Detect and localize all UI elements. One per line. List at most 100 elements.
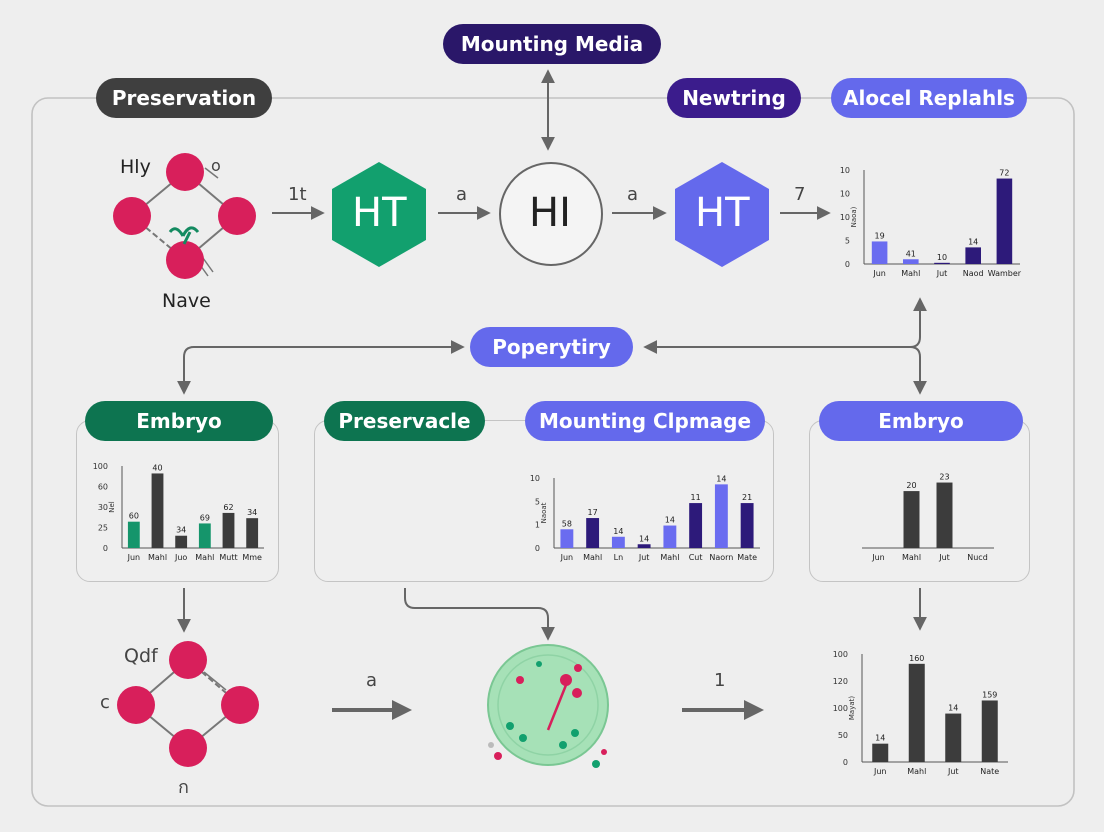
chart-y-tick: 30 bbox=[98, 503, 108, 512]
chart-bottom-right: 050100120100Mayat)14Jun160Mahl14Jut159Na… bbox=[833, 650, 1008, 776]
chart-data-label: 14 bbox=[875, 734, 885, 743]
chart-x-tick: Mahl bbox=[902, 553, 921, 562]
chart-x-tick: Jut bbox=[938, 553, 950, 562]
pill-newtring[interactable]: Newtring bbox=[667, 78, 801, 118]
molecule-bottom bbox=[117, 641, 259, 767]
chart-y-tick: 0 bbox=[103, 544, 108, 553]
molecule-bottom-mark-left: c bbox=[100, 692, 110, 713]
chart-y-tick: 120 bbox=[833, 677, 848, 686]
chart-bar bbox=[871, 241, 888, 264]
chart-y-tick: 5 bbox=[535, 497, 540, 506]
chart-y-tick: 50 bbox=[838, 731, 848, 740]
chart-x-tick: Jut bbox=[638, 553, 650, 562]
cell-sphere bbox=[487, 644, 609, 768]
molecule-top-mark: o bbox=[211, 156, 221, 175]
chart-bar bbox=[151, 473, 164, 548]
pill-embryo-left[interactable]: Embryo bbox=[85, 401, 273, 441]
molecule-bottom-label: Qdf bbox=[124, 645, 158, 667]
connector-poperytiry-right bbox=[643, 297, 927, 354]
chart-x-tick: Mme bbox=[242, 553, 262, 562]
chart-bar bbox=[611, 536, 625, 548]
circle-node-label: HI bbox=[529, 190, 571, 236]
chart-bar bbox=[560, 529, 574, 548]
hex-node-1 bbox=[332, 162, 426, 267]
edge-label-1: 1t bbox=[288, 184, 307, 205]
atom bbox=[166, 153, 204, 191]
chart-y-tick: 10 bbox=[840, 166, 850, 175]
chart-data-label: 17 bbox=[588, 508, 598, 517]
molecule-bottom-mark-bottom: ก bbox=[178, 777, 189, 798]
atom bbox=[221, 686, 259, 724]
sprout-icon bbox=[168, 226, 200, 245]
chart-data-label: 34 bbox=[247, 508, 257, 517]
molecule-top-caption: Nave bbox=[162, 290, 211, 312]
chart-data-label: 14 bbox=[665, 516, 675, 525]
chart-x-tick: Jun bbox=[127, 553, 141, 562]
pill-alocel-replahls[interactable]: Alocel Replahls bbox=[831, 78, 1027, 118]
pill-poperytiry[interactable]: Poperytiry bbox=[470, 327, 633, 367]
chart-x-tick: Mate bbox=[737, 553, 757, 562]
chart-x-tick: Naod bbox=[963, 269, 984, 278]
chart-bar bbox=[175, 535, 188, 548]
hex-node-2-label: HT bbox=[695, 190, 750, 236]
chart-y-tick: 5 bbox=[845, 237, 850, 246]
chart-data-label: 10 bbox=[937, 253, 947, 262]
chart-bar bbox=[586, 518, 600, 548]
pill-preservation[interactable]: Preservation bbox=[96, 78, 272, 118]
chart-data-label: 34 bbox=[176, 526, 186, 535]
edge-label-2: a bbox=[456, 184, 468, 205]
chart-x-tick: Cut bbox=[689, 553, 703, 562]
pill-embryo-right[interactable]: Embryo bbox=[819, 401, 1023, 441]
chart-data-label: 19 bbox=[875, 231, 885, 240]
chart-bar bbox=[981, 700, 998, 762]
chart-x-tick: Naorn bbox=[709, 553, 733, 562]
chart-data-label: 40 bbox=[152, 463, 162, 472]
edge-label-6: 1 bbox=[714, 670, 726, 691]
chart-data-label: 23 bbox=[939, 473, 949, 482]
chart-data-label: 60 bbox=[129, 512, 139, 521]
hex-node-1-label: HT bbox=[352, 190, 407, 236]
chart-data-label: 14 bbox=[968, 237, 978, 246]
chart-y-tick: 25 bbox=[98, 524, 108, 533]
chart-x-tick: Mutt bbox=[219, 553, 237, 562]
pill-mounting-clpmage[interactable]: Mounting Clpmage bbox=[525, 401, 765, 441]
chart-bar bbox=[903, 259, 919, 264]
chart-bar bbox=[965, 247, 981, 264]
chart-data-label: 14 bbox=[613, 527, 623, 536]
chart-data-label: 41 bbox=[906, 249, 916, 258]
chart-top-right: 05101010Naoa)19Jun41Mahl10Jut14Naod72Wam… bbox=[840, 166, 1022, 278]
chart-bar bbox=[908, 663, 925, 762]
chart-mounting-clpmage: 01510Naoat58Jun17Mahl14Ln14Jut14Mahl11Cu… bbox=[530, 474, 760, 562]
edge-label-3: a bbox=[627, 184, 639, 205]
atom bbox=[117, 686, 155, 724]
chart-y-tick: 0 bbox=[843, 758, 848, 767]
chart-y-tick: 10 bbox=[530, 474, 540, 483]
hex-node-2 bbox=[675, 162, 769, 267]
chart-y-tick: 100 bbox=[93, 462, 108, 471]
chart-data-label: 72 bbox=[999, 169, 1009, 178]
connector-embryo-right bbox=[909, 346, 927, 395]
chart-x-tick: Mahl bbox=[195, 553, 214, 562]
chart-bar bbox=[198, 523, 211, 548]
pill-preservacle[interactable]: Preservacle bbox=[324, 401, 485, 441]
chart-x-tick: Jut bbox=[936, 269, 948, 278]
edge-label-5: a bbox=[366, 670, 378, 691]
chart-bar bbox=[936, 482, 953, 548]
molecule-top-label: Hly bbox=[120, 156, 151, 178]
chart-bar bbox=[934, 262, 950, 264]
chart-y-tick: 10 bbox=[840, 190, 850, 199]
pill-mounting-media[interactable]: Mounting Media bbox=[443, 24, 661, 64]
chart-y-tick: 100 bbox=[833, 704, 848, 713]
atom bbox=[113, 197, 151, 235]
chart-data-label: 21 bbox=[742, 493, 752, 502]
chart-embryo-left: 0253060100Nel60Jun40Mahl34Juo69Mahl62Mut… bbox=[93, 462, 264, 562]
circle-node bbox=[499, 162, 603, 266]
chart-x-tick: Jun bbox=[872, 269, 886, 278]
atom bbox=[169, 729, 207, 767]
panel-preservacle bbox=[314, 420, 774, 582]
chart-x-tick: Ln bbox=[614, 553, 624, 562]
chart-bar bbox=[663, 525, 677, 548]
chart-x-tick: Mahl bbox=[148, 553, 167, 562]
